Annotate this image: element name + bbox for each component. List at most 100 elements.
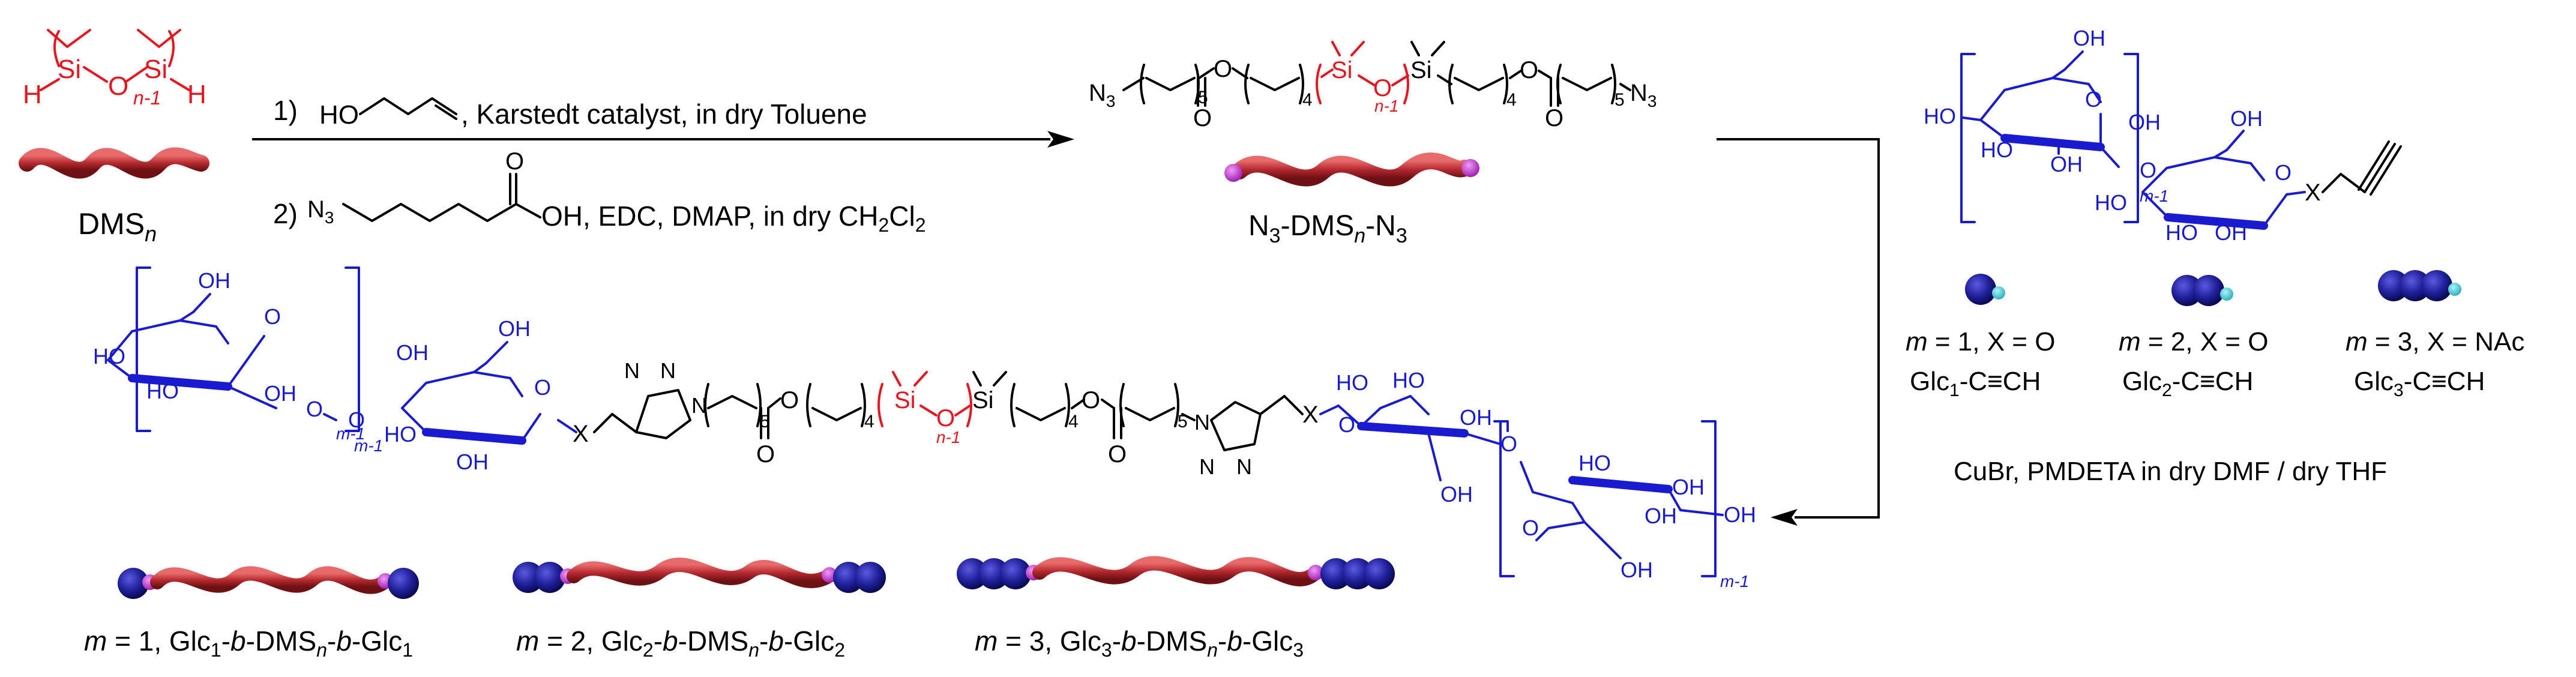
h-left-label: H [23,80,42,109]
g-ho-1: HO [1924,104,1956,128]
step1-reagent: 1) HO , Karstedt catalyst, in dry Toluen… [273,95,867,130]
p-oh-4: OH [498,316,531,341]
p-x-left: X [573,421,589,447]
p-oh-6: OH [1460,405,1492,430]
p-ring-o-3: O [1338,412,1355,437]
p-oh-2: OH [264,381,296,406]
glc2-name: Glc2-C≡CH [2122,367,2253,400]
p-oh-10: OH [1724,502,1756,527]
click-arrow [1717,138,1880,519]
p-repeat-n: n-1 [936,428,960,447]
p-oh-3: OH [396,340,429,365]
p-rep4-left: 4 [864,412,874,432]
p-ring-o-1: O [264,304,281,329]
g-oh-1: OH [2128,110,2161,134]
product-2-icon [513,558,886,593]
p-ester-o-right: O [1082,387,1100,414]
p-oh-9: OH [1645,504,1677,528]
p-n-f: N [1236,454,1252,479]
rep4-left: 4 [1302,90,1313,110]
click-conditions: CuBr, PMDETA in dry DMF / dry THF [1954,457,2387,486]
step2-number: 2) [273,198,298,229]
ester-o-left: O [1214,56,1232,82]
glc1-condition: m = 1, X = O [1906,327,2055,357]
rep4-right: 4 [1506,90,1517,110]
p-link-o-3: O [1500,432,1517,456]
p-oh-1: OH [198,268,230,293]
step2-azide: N3 [307,196,334,227]
g-ring-o-2: O [2275,160,2292,185]
p-ester-o-left: O [780,387,799,414]
glc3-name: Glc3-C≡CH [2354,367,2485,400]
p-link-o-1: O [306,397,323,421]
g-x-label: X [2305,179,2321,206]
intermediate-label: N3-DMSn-N3 [1248,210,1407,247]
g-oh-2: OH [2073,26,2105,50]
p-n-e: N [1199,454,1215,479]
dms-start-structure: Si Si O H H n-1 [23,29,206,109]
siloxane-repeat: n-1 [1374,97,1398,115]
p-ring-o-2: O [534,375,551,400]
p-ho-6: HO [1578,451,1611,475]
p-ring-o-4: O [1522,516,1539,540]
p-oh-5: OH [456,450,489,474]
p-si-o: O [936,405,955,432]
p-ho-2: HO [146,379,179,403]
glc1-icon [1965,274,2005,305]
step1-number: 1) [273,95,298,126]
azide-end-right [1461,159,1479,177]
product-3-label: m = 3, Glc3-b-DMSn-b-Glc3 [975,625,1304,661]
ester-o-right: O [1520,57,1538,83]
dms-start-polymer-chain [19,147,209,179]
g-ring-o-1: O [2085,87,2102,112]
product-structure: OH O HO HO OH O m-1 OH OH O O m-1 HO OH … [93,266,1756,591]
p-n-a: N [624,358,640,383]
h-right-label: H [187,80,206,109]
p-repeat-m-1: m-1 [336,424,365,443]
si-left-label: Si [58,55,81,84]
p-oh-7: OH [1440,482,1473,507]
n3-right: N3 [1630,80,1657,110]
g-oh-5: OH [2215,220,2247,245]
p-n-b: N [660,358,676,383]
glycoside-labels: m = 1, X = O Glc1-C≡CH m = 2, X = O Glc2… [1906,327,2524,486]
azide-end-left [1224,164,1242,182]
n3-left: N3 [1089,80,1115,110]
g-ho-3: HO [2095,190,2127,215]
click-arrow-head [1771,509,1798,526]
oxygen-label: O [108,71,128,101]
step-arrow-head [1047,131,1074,148]
g-oh-4: OH [2230,106,2263,131]
rep5-right: 5 [1615,90,1625,110]
step2-carbonyl-o: O [505,148,524,175]
p-repeat-m-3: m-1 [1720,572,1749,591]
glc2-icon [2171,275,2233,306]
p-oh-8: OH [1672,475,1705,499]
glc1-name: Glc1-C≡CH [1910,367,2041,400]
g-ho-4: HO [2165,220,2198,245]
product-2-label: m = 2, Glc2-b-DMSn-b-Glc2 [516,625,845,661]
step1-conditions: , Karstedt catalyst, in dry Toluene [461,98,867,130]
intermediate-polymer-chain [1231,152,1473,187]
glc2-condition: m = 2, X = O [2119,327,2268,357]
glc3-condition: m = 3, X = NAc [2346,327,2524,357]
product-1-label: m = 1, Glc1-b-DMSn-b-Glc1 [84,625,413,661]
si-b: Si [1410,57,1432,83]
p-x-right: X [1302,402,1319,428]
p-n-d: N [1194,410,1210,435]
p-si-a: Si [894,387,916,414]
p-repeat-m-2: m-1 [354,436,383,455]
p-co-left: O [756,441,775,468]
si-right-label: Si [144,55,167,84]
product-1-icon [118,566,419,599]
step1-ho-label: HO [319,100,359,130]
step2-conditions: OH, EDC, DMAP, in dry CH2Cl2 [541,200,926,236]
product-3-icon [957,556,1395,589]
p-ho-5: HO [1392,368,1425,393]
dms-start-label: DMSn [78,207,157,246]
p-ho-4: HO [1336,370,1368,395]
p-rep4-right: 4 [1068,412,1079,432]
step2-reagent: 2) N3 O OH, EDC, DMAP, in dry CH2Cl2 [273,148,926,236]
g-link-o: O [2140,158,2156,182]
